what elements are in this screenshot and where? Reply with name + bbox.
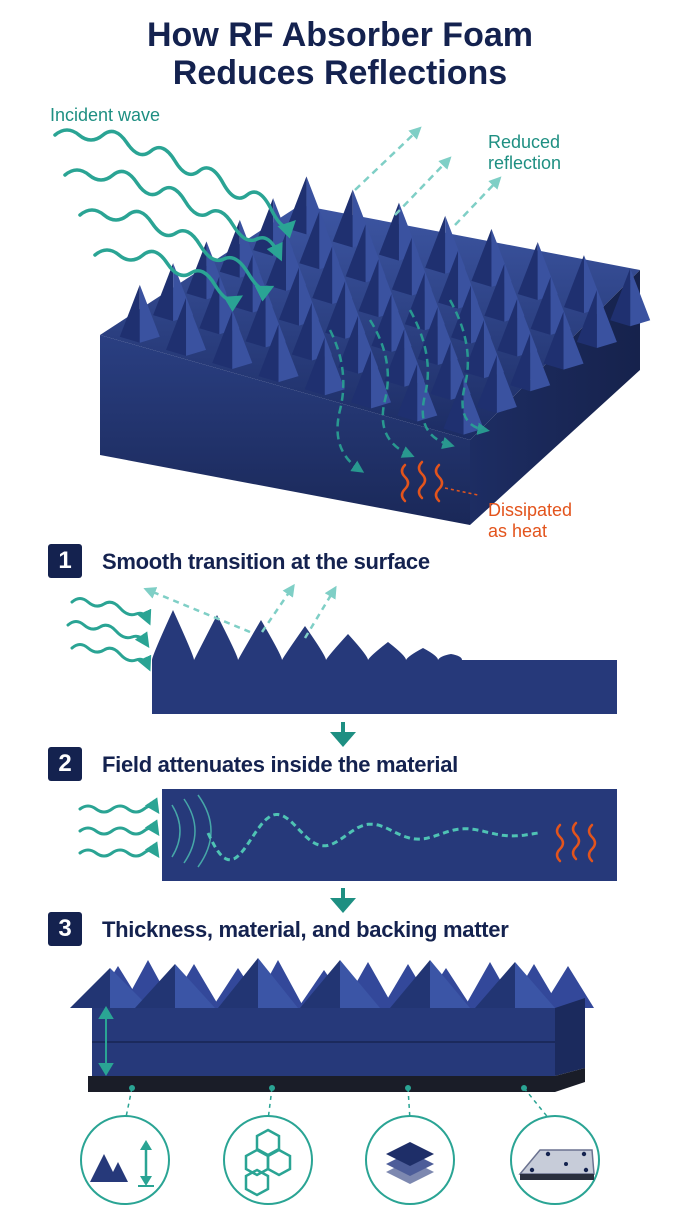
foam-pyramid: [119, 284, 160, 343]
hero-foam-illustration: [53, 126, 651, 525]
step-1-foam-profile: [152, 610, 617, 714]
foam-pyramid: [610, 268, 651, 327]
foam-pyramid: [304, 337, 345, 396]
foam-pyramid: [543, 311, 584, 370]
foam-pyramid: [212, 310, 253, 369]
internal-waves: [328, 299, 490, 473]
reflected-arrow-1: [354, 126, 422, 191]
step-2-decaying-wave: [206, 813, 541, 862]
step-3-pyramid-back: [542, 966, 594, 1008]
step-2-foam-slab: [162, 789, 617, 881]
foam-block-front: [100, 335, 470, 525]
step-2-heat-3: [587, 823, 597, 863]
step-1-wave-2: [66, 620, 150, 648]
step-3-pyramid-front: [390, 960, 470, 1008]
incident-waves: [53, 128, 296, 312]
step-3-title: Thickness, material, and backing matter: [102, 917, 509, 942]
leader-line-4: [523, 1087, 551, 1121]
leader-line-3: [407, 1087, 411, 1121]
foam-pyramid: [576, 289, 617, 348]
dissipated-line-1: Dissipated: [488, 500, 573, 520]
step-1-reflect-2: [260, 583, 295, 633]
step-3-illustration: [70, 958, 594, 1092]
leader-line-1: [124, 1087, 133, 1123]
thickness-indicator: [98, 1006, 114, 1076]
step-1-wave-3: [70, 643, 152, 672]
step-2-incident-waves: [78, 797, 160, 858]
step-3-foam-side: [555, 998, 585, 1076]
reduced-line-1: Reduced: [488, 132, 561, 152]
foam-pyramid: [258, 324, 299, 383]
incident-wave-1: [53, 128, 296, 239]
step-2-wave-3: [78, 841, 160, 858]
hexagon-cells-icon: [223, 1115, 313, 1205]
leader-line-2: [267, 1087, 273, 1121]
foam-pyramid: [397, 363, 438, 422]
heat-squiggle-1: [400, 463, 410, 503]
internal-wave-4: [448, 299, 490, 435]
step-2-title: Field attenuates inside the material: [102, 752, 458, 777]
dissipated-heat-label: Dissipated as heat: [488, 500, 572, 542]
reflected-arrows: [354, 126, 502, 226]
step-connector-2: [330, 888, 356, 913]
internal-wave-1: [328, 329, 365, 473]
internal-wave-2: [368, 319, 415, 458]
foam-pyramid: [166, 297, 207, 356]
step-1-wave-1: [70, 597, 152, 626]
step-1-illustration: [66, 583, 617, 714]
step-2-heat-squiggles: [555, 821, 597, 863]
dissipated-line-2: as heat: [488, 521, 548, 541]
step-1-incident-waves: [66, 597, 152, 672]
page-title: How RF Absorber Foam Reduces Reflections: [0, 16, 680, 92]
foam-pyramid: [351, 350, 392, 409]
title-line-1: How RF Absorber Foam: [147, 16, 533, 54]
step-3-icon-row: [80, 1085, 600, 1205]
step-3-pyramid-front: [70, 968, 150, 1008]
step-2-heat-2: [571, 821, 581, 861]
internal-wave-3: [408, 309, 455, 449]
reflected-arrow-2: [394, 156, 452, 216]
reflected-arrow-3: [454, 176, 502, 226]
incident-wave-3: [78, 208, 275, 302]
step-3-pyramid-front: [135, 964, 215, 1008]
step-3-badge: 3: [48, 912, 82, 946]
backing-plate-icon: [510, 1115, 600, 1205]
reduced-line-2: reflection: [488, 153, 562, 173]
step-2-wave-2: [78, 819, 160, 836]
step-2-heat-1: [555, 823, 565, 863]
step-1-reflect-1: [143, 587, 251, 634]
title-line-2: Reduces Reflections: [172, 54, 508, 92]
heat-squiggles: [400, 460, 444, 503]
reduced-reflection-label: Reduced reflection: [488, 132, 561, 174]
step-3-pyramids: [70, 958, 594, 1008]
step-3-pyramid-front: [475, 962, 555, 1008]
chevron-down-icon: [330, 732, 356, 747]
pyramid-thickness-icon: [80, 1115, 170, 1205]
heat-squiggle-3: [434, 463, 444, 503]
step-2-entry-ripples: [171, 794, 212, 868]
step-2-illustration: [78, 789, 617, 881]
incident-wave-label: Incident wave: [50, 105, 161, 125]
step-3-pyramid-front: [218, 958, 298, 1008]
step-1-title: Smooth transition at the surface: [102, 549, 430, 574]
step-1-reflect-3: [303, 585, 337, 639]
foam-pyramid: [443, 376, 484, 435]
step-1-badge: 1: [48, 544, 82, 578]
incident-wave-2: [63, 168, 283, 262]
chevron-down-icon: [330, 898, 356, 913]
step-2-badge: 2: [48, 747, 82, 781]
step-3-backing-plate: [88, 1068, 585, 1092]
step-3-pyramid-front: [300, 960, 380, 1008]
heat-squiggle-2: [417, 460, 427, 500]
step-connector-1: [330, 722, 356, 747]
foam-pyramid: [510, 333, 551, 392]
step-1-reflections: [143, 583, 337, 639]
step-2-wave-1: [78, 797, 160, 814]
incident-wave-4: [93, 248, 244, 312]
layer-stack-icon: [365, 1115, 455, 1205]
foam-pyramid: [476, 354, 517, 413]
